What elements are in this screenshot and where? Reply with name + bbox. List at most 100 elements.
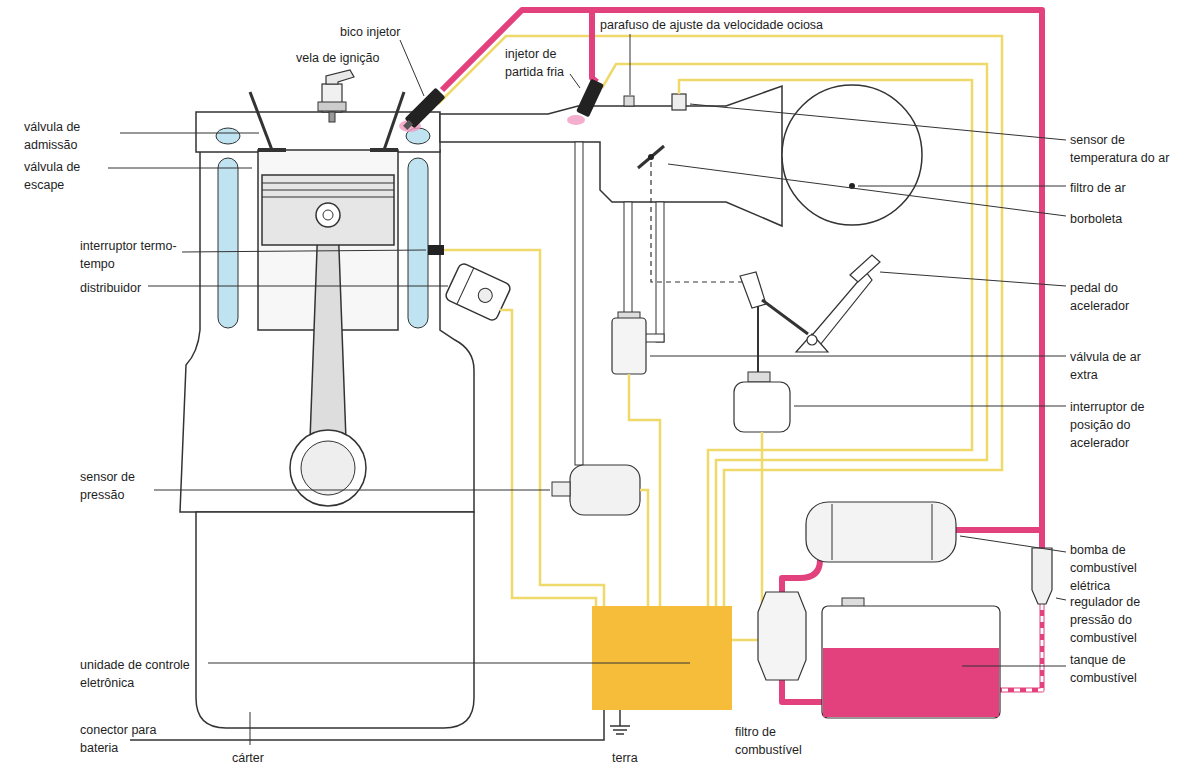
fuel-line bbox=[442, 10, 1042, 548]
wire bbox=[629, 374, 660, 606]
injector-nozzle bbox=[403, 120, 413, 130]
wire bbox=[500, 310, 596, 606]
coolant-jacket bbox=[408, 158, 428, 328]
label-holder: interruptor de posição do acelerador bbox=[1070, 397, 1170, 451]
label-holder: interruptor termo-tempo bbox=[80, 236, 180, 272]
aux-air-valve bbox=[612, 318, 646, 374]
wire bbox=[679, 80, 972, 606]
spark-plug bbox=[318, 102, 346, 111]
leader-line bbox=[120, 133, 259, 134]
linkage-rod bbox=[762, 300, 808, 334]
wire bbox=[602, 64, 987, 606]
plug-cap bbox=[326, 70, 354, 84]
ground-symbol bbox=[619, 710, 621, 726]
label-holder: sensor de pressão bbox=[80, 467, 150, 503]
distributor-detail bbox=[457, 268, 474, 304]
leader-line bbox=[250, 712, 251, 745]
fuel-tank bbox=[822, 606, 1000, 718]
leader-line bbox=[668, 164, 1066, 216]
leader-line bbox=[182, 250, 426, 252]
valve-stem bbox=[250, 92, 272, 150]
leader-line bbox=[400, 40, 424, 96]
part-label: unidade de controle eletrônica bbox=[80, 658, 190, 690]
ecu-box bbox=[592, 606, 732, 710]
air-filter bbox=[782, 85, 922, 225]
engine-block bbox=[180, 150, 474, 512]
piston bbox=[262, 175, 394, 245]
distributor-body bbox=[444, 262, 512, 322]
wire bbox=[640, 490, 648, 606]
wire bbox=[732, 432, 762, 640]
part-label: interruptor de posição do acelerador bbox=[1070, 400, 1144, 450]
coolant-jacket bbox=[218, 158, 238, 328]
part-label: terra bbox=[612, 751, 638, 765]
crankshaft bbox=[290, 430, 366, 506]
part-label: distribuidor bbox=[80, 281, 141, 295]
linkage-rod bbox=[757, 306, 759, 374]
label-holder: bico injetor bbox=[340, 22, 420, 40]
battery-wire bbox=[130, 710, 604, 740]
label-holder: pedal do acelerador bbox=[1070, 278, 1150, 314]
leader-line bbox=[962, 666, 1066, 667]
part-label: parafuso de ajuste da velocidade ociosa bbox=[600, 18, 823, 32]
leader-line bbox=[1056, 598, 1066, 600]
pedal-pad bbox=[850, 255, 880, 282]
pedal-arm bbox=[800, 272, 872, 350]
part-label: bomba de combustível elétrica bbox=[1070, 543, 1137, 593]
air-hose bbox=[644, 334, 664, 342]
fuel-line bbox=[956, 527, 1042, 533]
label-holder: parafuso de ajuste da velocidade ociosa bbox=[600, 15, 870, 33]
piston-pin bbox=[323, 210, 333, 220]
cylinder-head bbox=[196, 112, 440, 152]
valve-head bbox=[370, 148, 398, 152]
ground-symbol bbox=[613, 729, 627, 731]
part-label: pedal do acelerador bbox=[1070, 281, 1129, 313]
part-label: válvula de admissão bbox=[24, 120, 80, 152]
return-line bbox=[1000, 604, 1042, 690]
leader-line bbox=[570, 74, 580, 88]
part-label: sensor de pressão bbox=[80, 470, 135, 502]
piston-pin bbox=[316, 203, 340, 227]
leader-line bbox=[630, 34, 631, 95]
oil-sump bbox=[196, 512, 474, 728]
fuel-pump-detail bbox=[832, 504, 833, 560]
label-holder: injetor de partida fria bbox=[505, 44, 585, 80]
crankshaft bbox=[301, 441, 355, 495]
pressure-regulator bbox=[1032, 548, 1052, 604]
vacuum-hose bbox=[575, 142, 583, 465]
label-holder: válvula de admissão bbox=[24, 117, 119, 153]
part-label: cárter bbox=[232, 751, 264, 765]
label-holder: filtro de combustível bbox=[735, 722, 810, 758]
leader-line bbox=[108, 168, 252, 169]
valve-stem bbox=[384, 92, 404, 150]
leaders bbox=[108, 34, 1066, 745]
label-holder: cárter bbox=[232, 748, 292, 766]
intake-duct bbox=[440, 86, 782, 226]
part-label: vela de ignição bbox=[296, 51, 379, 65]
leader-line bbox=[690, 104, 1066, 140]
fuel-level bbox=[823, 648, 999, 717]
wire bbox=[444, 250, 604, 606]
piston-ring bbox=[262, 183, 394, 184]
ground-symbol bbox=[616, 733, 624, 735]
part-label: bico injetor bbox=[340, 25, 400, 39]
part-label: borboleta bbox=[1070, 212, 1122, 226]
label-holder: distribuidor bbox=[80, 278, 170, 296]
piston-ring bbox=[262, 190, 394, 191]
distributor-detail bbox=[476, 286, 495, 305]
throttle-shaft bbox=[648, 154, 654, 160]
valve-head bbox=[258, 148, 286, 152]
label-holder: unidade de controle eletrônica bbox=[80, 655, 205, 691]
part-label: regulador de pressão do combustível bbox=[1070, 595, 1140, 645]
part-label: sensor de temperatura do ar bbox=[1070, 133, 1169, 165]
label-holder: sensor de temperatura do ar bbox=[1070, 130, 1180, 166]
label-holder: vela de ignição bbox=[296, 48, 396, 66]
part-label: filtro de ar bbox=[1070, 181, 1126, 195]
connecting-rod bbox=[310, 222, 346, 440]
throttle-linkage bbox=[651, 162, 742, 282]
label-holder: conector para bateria bbox=[80, 720, 170, 756]
pressure-sensor bbox=[570, 465, 640, 515]
pressure-sensor bbox=[552, 482, 570, 496]
pedal-pivot bbox=[807, 335, 817, 345]
